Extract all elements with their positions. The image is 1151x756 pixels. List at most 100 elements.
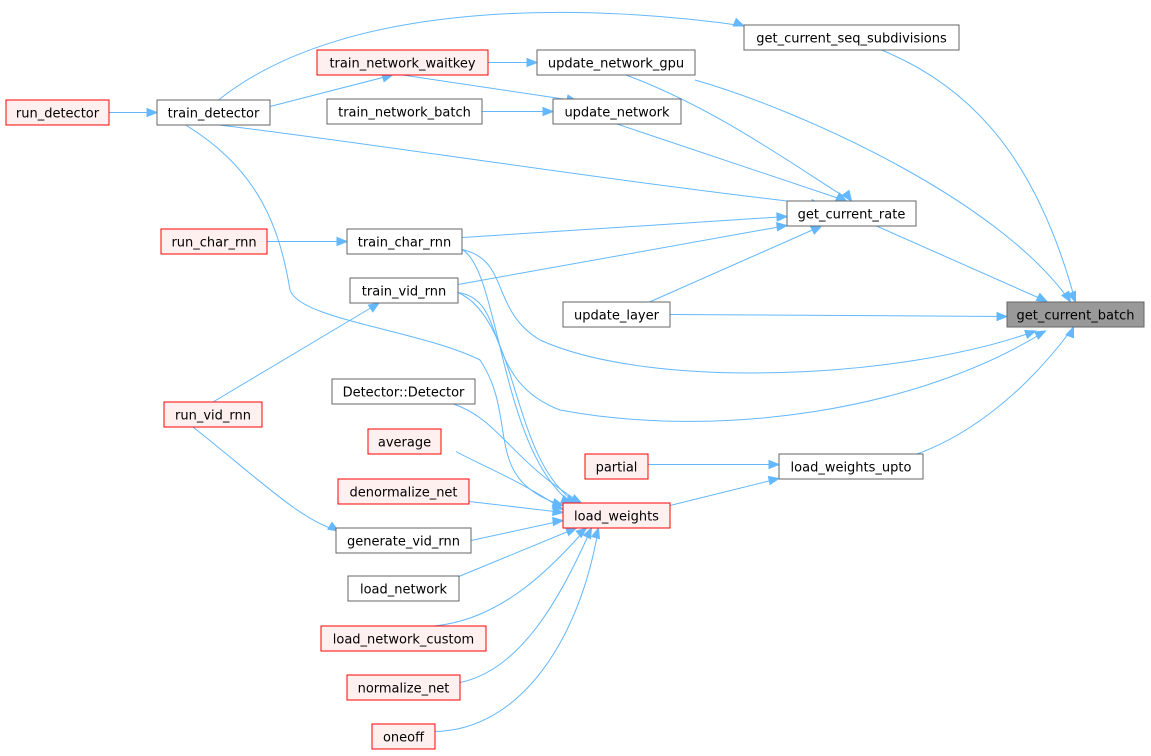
node-label: run_char_rnn bbox=[171, 236, 256, 251]
node-train-network-batch[interactable]: train_network_batch bbox=[326, 98, 483, 125]
node-box[interactable] bbox=[346, 674, 461, 701]
node-load-weights[interactable]: load_weights bbox=[562, 502, 671, 529]
edge-line bbox=[434, 527, 599, 732]
node-train-vid-rnn[interactable]: train_vid_rnn bbox=[349, 277, 459, 304]
node-generate-vid-rnn[interactable]: generate_vid_rnn bbox=[335, 527, 472, 554]
node-load-network[interactable]: load_network bbox=[347, 575, 460, 602]
node-box[interactable] bbox=[349, 277, 459, 304]
node-label: denormalize_net bbox=[349, 486, 457, 501]
node-box[interactable] bbox=[335, 527, 472, 554]
edge-line bbox=[212, 302, 380, 403]
edge-arrowhead bbox=[542, 106, 555, 117]
node-box[interactable] bbox=[743, 24, 960, 51]
node-box[interactable] bbox=[326, 98, 483, 125]
edge-arrowhead bbox=[552, 506, 565, 517]
node-label: average bbox=[378, 436, 431, 451]
edge-line bbox=[218, 124, 822, 206]
edge-load-network-custom-to-load-weights bbox=[433, 527, 588, 627]
node-label: Detector::Detector bbox=[343, 386, 465, 401]
node-label: update_network bbox=[564, 106, 670, 121]
node-label: train_detector bbox=[168, 107, 260, 122]
node-box[interactable] bbox=[331, 378, 476, 405]
node-box[interactable] bbox=[320, 625, 487, 652]
edge-line bbox=[269, 74, 393, 107]
edge-get-current-batch-to-train-vid-rnn bbox=[457, 292, 1047, 422]
node-load-weights-upto[interactable]: load_weights_upto bbox=[778, 453, 924, 480]
edge-get-current-seq-subdivisions-to-train-detector bbox=[218, 12, 746, 101]
node-box[interactable] bbox=[562, 301, 671, 328]
node-label: get_current_rate bbox=[798, 208, 906, 223]
edge-line bbox=[910, 326, 1074, 457]
edge-line bbox=[694, 79, 1071, 303]
edge-line bbox=[616, 123, 847, 202]
node-denormalize-net[interactable]: denormalize_net bbox=[337, 478, 470, 505]
edge-line bbox=[218, 12, 745, 101]
edge-load-network-to-load-weights bbox=[453, 527, 578, 579]
node-label: normalize_net bbox=[358, 682, 450, 697]
edge-train-char-rnn-to-get-current-rate bbox=[461, 212, 789, 238]
edge-arrowhead bbox=[1065, 325, 1074, 339]
edge-get-current-batch-to-get-current-rate bbox=[876, 225, 1049, 303]
node-get-current-batch[interactable]: get_current_batch bbox=[1006, 301, 1145, 328]
node-update-network-gpu[interactable]: update_network_gpu bbox=[536, 49, 696, 76]
node-box[interactable] bbox=[160, 228, 268, 255]
node-average[interactable]: average bbox=[367, 428, 442, 455]
edge-update-layer-to-get-current-rate bbox=[649, 225, 823, 303]
node-box[interactable] bbox=[367, 428, 442, 455]
edge-line bbox=[881, 49, 1076, 303]
node-box[interactable] bbox=[786, 200, 917, 227]
edge-run-detector-to-train-detector bbox=[109, 107, 159, 118]
node-box[interactable] bbox=[337, 478, 470, 505]
node-label: get_current_batch bbox=[1017, 309, 1135, 324]
edge-detector-ctor-to-load-weights bbox=[453, 403, 583, 504]
node-box[interactable] bbox=[347, 575, 460, 602]
node-box[interactable] bbox=[1006, 301, 1145, 328]
node-train-network-waitkey[interactable]: train_network_waitkey bbox=[316, 49, 489, 76]
node-run-char-rnn[interactable]: run_char_rnn bbox=[160, 228, 268, 255]
node-run-detector[interactable]: run_detector bbox=[5, 99, 110, 126]
node-load-network-custom[interactable]: load_network_custom bbox=[320, 625, 487, 652]
node-box[interactable] bbox=[316, 49, 489, 76]
node-normalize-net[interactable]: normalize_net bbox=[346, 674, 461, 701]
node-run-vid-rnn[interactable]: run_vid_rnn bbox=[163, 401, 263, 428]
node-train-detector[interactable]: train_detector bbox=[156, 99, 271, 126]
edge-arrowhead bbox=[809, 225, 823, 235]
node-label: train_network_batch bbox=[338, 106, 471, 121]
node-box[interactable] bbox=[346, 228, 463, 255]
node-label: run_detector bbox=[16, 107, 100, 122]
node-label: partial bbox=[596, 461, 638, 476]
node-get-current-seq-subdivisions[interactable]: get_current_seq_subdivisions bbox=[743, 24, 960, 51]
node-box[interactable] bbox=[371, 723, 436, 750]
node-box[interactable] bbox=[552, 98, 682, 125]
node-partial[interactable]: partial bbox=[584, 453, 649, 480]
node-label: load_network_custom bbox=[333, 633, 474, 648]
node-box[interactable] bbox=[536, 49, 696, 76]
edge-arrowhead bbox=[569, 494, 583, 504]
node-box[interactable] bbox=[778, 453, 924, 480]
node-label: generate_vid_rnn bbox=[347, 535, 460, 550]
node-box[interactable] bbox=[163, 401, 263, 428]
edge-line bbox=[461, 216, 788, 238]
node-box[interactable] bbox=[584, 453, 649, 480]
edge-line bbox=[669, 314, 1008, 317]
edge-line bbox=[669, 478, 780, 506]
node-oneoff[interactable]: oneoff bbox=[371, 723, 436, 750]
edge-partial-to-load-weights-upto bbox=[648, 459, 781, 470]
node-train-char-rnn[interactable]: train_char_rnn bbox=[346, 228, 463, 255]
node-label: update_layer bbox=[574, 309, 660, 324]
edge-get-current-batch-to-train-char-rnn bbox=[461, 249, 1037, 374]
node-detector-ctor[interactable]: Detector::Detector bbox=[331, 378, 476, 405]
edge-arrowhead bbox=[552, 516, 565, 527]
node-get-current-rate[interactable]: get_current_rate bbox=[786, 200, 917, 227]
edge-oneoff-to-load-weights bbox=[434, 526, 601, 732]
node-box[interactable] bbox=[562, 502, 671, 529]
node-update-layer[interactable]: update_layer bbox=[562, 301, 671, 328]
edge-run-char-rnn-to-train-char-rnn bbox=[267, 236, 349, 247]
node-update-network[interactable]: update_network bbox=[552, 98, 682, 125]
edge-line bbox=[457, 225, 788, 285]
edge-normalize-net-to-load-weights bbox=[459, 526, 593, 683]
edge-arrowhead bbox=[146, 107, 159, 118]
edge-line bbox=[457, 292, 577, 504]
node-box[interactable] bbox=[156, 99, 271, 126]
node-box[interactable] bbox=[5, 99, 110, 126]
